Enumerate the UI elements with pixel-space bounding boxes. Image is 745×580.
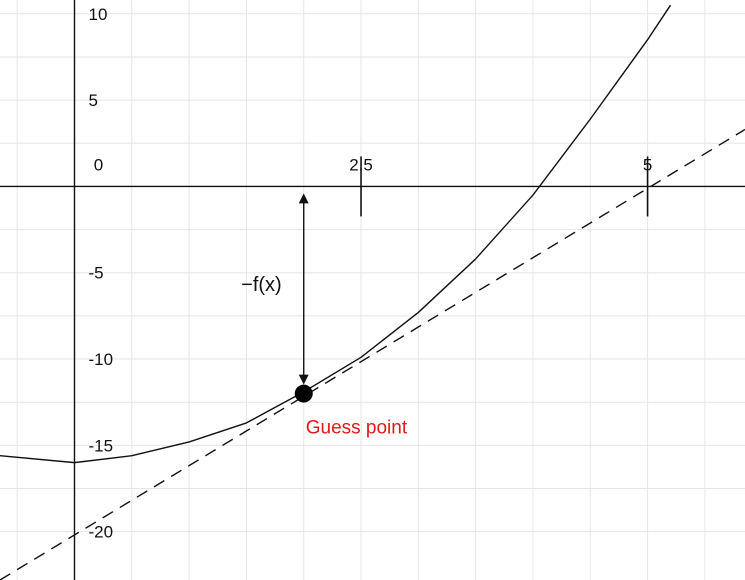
function-curve	[0, 4, 672, 464]
arrow-label: −f(x)	[241, 274, 282, 296]
tick-labels: 0 2.5 5 10 5 -5 -10 -15 -20	[89, 5, 653, 542]
x-tick-label: 2.5	[349, 155, 373, 174]
x-tick-label: 0	[94, 155, 103, 174]
series-layer	[0, 4, 745, 580]
tangent-line	[0, 128, 745, 580]
guess-point-marker	[294, 384, 313, 403]
y-tick-label: 10	[89, 5, 108, 24]
y-tick-label: -15	[89, 436, 114, 455]
y-tick-label: -10	[89, 350, 114, 369]
guess-point-label: Guess point	[306, 418, 408, 439]
annotations: −f(x) Guess point	[241, 193, 408, 439]
y-tick-label: -5	[89, 264, 104, 283]
y-tick-label: 5	[89, 91, 98, 110]
x-tick-label: 5	[643, 155, 652, 174]
y-tick-label: -20	[89, 523, 114, 542]
